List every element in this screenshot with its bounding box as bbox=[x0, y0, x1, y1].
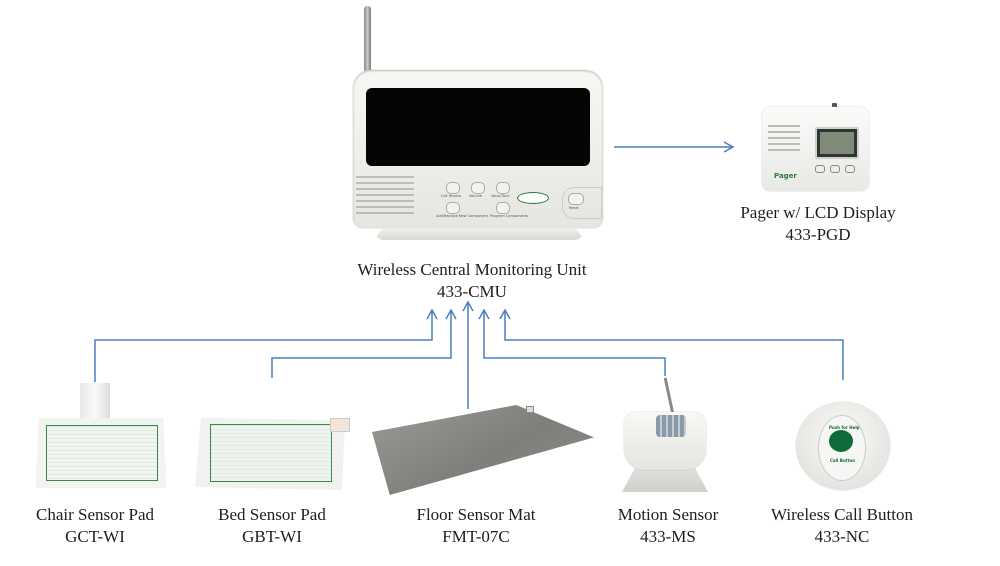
pager-model: 433-PGD bbox=[785, 225, 851, 244]
pager-button bbox=[815, 165, 825, 173]
hub-button-label: Program Components bbox=[490, 214, 529, 218]
hub-name: Wireless Central Monitoring Unit bbox=[357, 260, 587, 279]
hub-button-label: Add/Replace New Component bbox=[436, 214, 488, 218]
device-name: Wireless Call Button bbox=[771, 505, 913, 524]
hub-button-label: Call Review bbox=[441, 194, 462, 198]
device-model: 433-MS bbox=[640, 527, 696, 546]
hub-display bbox=[366, 88, 590, 166]
call-button-bottom-text: Call Button bbox=[830, 458, 856, 463]
pager-button bbox=[845, 165, 855, 173]
brand-logo bbox=[517, 192, 549, 204]
device-model: 433-NC bbox=[814, 527, 870, 546]
pager-brand-text: Pager bbox=[774, 172, 797, 180]
input-label-floor: Floor Sensor Mat FMT-07C bbox=[417, 504, 536, 548]
pager-name: Pager w/ LCD Display bbox=[740, 203, 896, 222]
antenna-icon bbox=[364, 6, 371, 72]
arrow-chair-to-hub bbox=[94, 308, 438, 382]
hub-button-volume bbox=[471, 182, 485, 194]
device-name: Motion Sensor bbox=[617, 505, 719, 524]
hub-button-voice-tone bbox=[496, 182, 510, 194]
speaker-grille bbox=[768, 125, 800, 153]
pager-label: Pager w/ LCD Display 433-PGD bbox=[740, 202, 895, 246]
hub-button-call-review bbox=[446, 182, 460, 194]
arrow-bed-to-hub bbox=[271, 308, 457, 378]
device-model: FMT-07C bbox=[442, 527, 510, 546]
call-button-top-text: Push for Help bbox=[829, 425, 860, 430]
hub-button-label: Voice/Tone bbox=[491, 194, 510, 198]
device-model: GBT-WI bbox=[242, 527, 302, 546]
hub-button-program bbox=[496, 202, 510, 214]
arrow-callbutton-to-hub bbox=[499, 308, 844, 380]
device-name: Bed Sensor Pad bbox=[218, 505, 326, 524]
hub-button-label: Volume bbox=[469, 194, 483, 198]
input-label-motion: Motion Sensor 433-MS bbox=[618, 504, 719, 548]
device-model: GCT-WI bbox=[65, 527, 125, 546]
device-name: Floor Sensor Mat bbox=[416, 505, 536, 524]
hub-label: Wireless Central Monitoring Unit 433-CMU bbox=[357, 259, 586, 303]
hub-button-add-replace bbox=[446, 202, 460, 214]
lcd-display bbox=[815, 127, 859, 159]
input-label-chair: Chair Sensor Pad GCT-WI bbox=[36, 504, 154, 548]
arrow-motion-to-hub bbox=[478, 308, 666, 376]
device-name: Chair Sensor Pad bbox=[35, 505, 155, 524]
input-label-bed: Bed Sensor Pad GBT-WI bbox=[218, 504, 326, 548]
motion-lens bbox=[656, 415, 686, 437]
hub-model: 433-CMU bbox=[437, 282, 507, 301]
pager-button bbox=[830, 165, 840, 173]
bell-icon bbox=[829, 430, 853, 452]
input-label-call-button: Wireless Call Button 433-NC bbox=[771, 504, 913, 548]
speaker-grille bbox=[356, 176, 414, 216]
hub-stand bbox=[374, 228, 584, 240]
